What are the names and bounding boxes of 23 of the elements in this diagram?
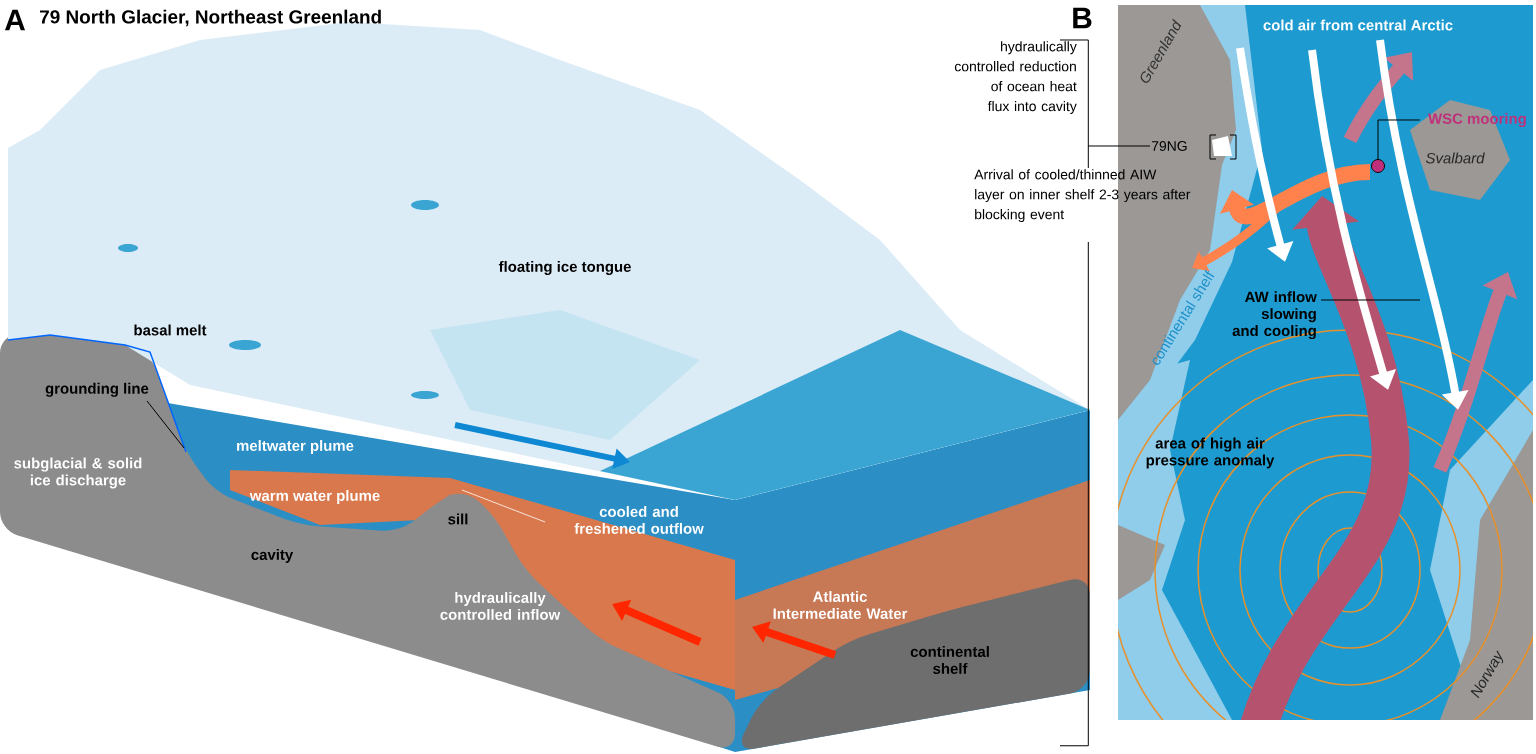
leader-line bbox=[146, 400, 185, 449]
region-label: Atlantic Intermediate Water bbox=[773, 591, 908, 619]
leader-line bbox=[1320, 299, 1421, 301]
title: 79 North Glacier, Northeast Greenland bbox=[40, 9, 381, 27]
region-label: meltwater plume bbox=[237, 440, 354, 454]
callout-text: hydraulically controlled reduction of ocean heat flux into cavity bbox=[954, 41, 1077, 114]
callout-text: AW inflow slowing and cooling bbox=[1232, 291, 1317, 340]
region-label: continental shelf bbox=[910, 646, 989, 674]
leader-line bbox=[1377, 119, 1421, 160]
region-label: cold air from central Arctic bbox=[1263, 19, 1453, 31]
glacier-label: 79NG bbox=[1151, 141, 1187, 151]
panel-letter: A bbox=[4, 9, 25, 31]
leader-line bbox=[1087, 145, 1151, 147]
callout-text: grounding line bbox=[45, 382, 149, 397]
callout-text: Arrival of cooled/thinned AIW layer on inner shelf 2-3 years after blocking event bbox=[974, 169, 1191, 223]
region-label: cavity bbox=[251, 549, 294, 563]
region-label: warm water plume bbox=[249, 490, 380, 504]
region-label: subglacial & solid ice discharge bbox=[14, 457, 142, 489]
region-label: basal melt bbox=[134, 324, 207, 336]
place-label: Svalbard bbox=[1425, 152, 1485, 164]
region-label: hydraulically controlled inflow bbox=[440, 592, 561, 620]
region-label: floating ice tongue bbox=[498, 261, 631, 275]
region-label: sill bbox=[448, 513, 468, 525]
